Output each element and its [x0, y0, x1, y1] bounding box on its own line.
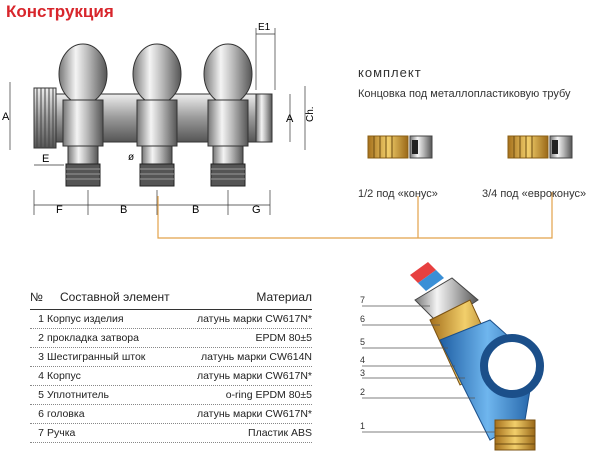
- valve-cutaway: [410, 262, 544, 451]
- row-part: Ручка: [47, 427, 76, 439]
- dim-ch: Ch.: [305, 106, 316, 122]
- end-nut: [255, 93, 273, 143]
- dim-g: G: [252, 204, 261, 216]
- row-part: прокладка затвора: [47, 332, 139, 344]
- connector-line: [157, 192, 553, 239]
- row-part: Корпус: [47, 370, 81, 382]
- callout-1: 1: [360, 421, 365, 431]
- row-material: латунь марки CW614N: [201, 351, 312, 363]
- callout-6: 6: [360, 314, 365, 324]
- callout-7: 7: [360, 295, 365, 305]
- fitting-konus: [367, 135, 433, 159]
- dimension-lines: [9, 28, 306, 215]
- page-title: Конструкция: [6, 2, 114, 21]
- row-num: 1: [38, 313, 44, 325]
- callout-3: 3: [360, 368, 365, 378]
- kit-heading: комплект: [358, 65, 422, 80]
- row-part: Уплотнитель: [47, 389, 109, 401]
- header-num: №: [30, 290, 43, 304]
- inlet-thread: [33, 87, 57, 149]
- valve-2: [132, 43, 182, 187]
- dim-b1: B: [120, 204, 127, 216]
- callout-4: 4: [360, 355, 365, 365]
- parts-table-header: № Составной элемент Материал: [30, 290, 312, 310]
- header-part: Составной элемент: [60, 290, 170, 304]
- row-num: 4: [38, 370, 44, 382]
- valve-1: [58, 43, 108, 187]
- dim-b2: B: [192, 204, 199, 216]
- callout-lines: [362, 305, 495, 433]
- dim-f: F: [56, 204, 63, 216]
- callout-5: 5: [360, 337, 365, 347]
- dim-e1: E1: [258, 22, 271, 33]
- dim-diam: ø: [128, 152, 134, 163]
- row-part: головка: [47, 408, 85, 420]
- dim-a-right: A: [286, 113, 294, 125]
- row-material: латунь марки CW617N*: [196, 313, 312, 325]
- row-num: 7: [38, 427, 44, 439]
- callout-2: 2: [360, 387, 365, 397]
- row-material: EPDM 80±5: [255, 332, 312, 344]
- row-num: 5: [38, 389, 44, 401]
- dim-e: E: [42, 153, 49, 165]
- dim-a-left: A: [2, 111, 10, 123]
- row-material: Пластик ABS: [248, 427, 312, 439]
- fitting-konus-label: 1/2 под «конус»: [358, 188, 438, 200]
- row-num: 6: [38, 408, 44, 420]
- row-num: 3: [38, 351, 44, 363]
- fitting-eurokonus-label: 3/4 под «евроконус»: [482, 188, 587, 200]
- row-part: Шестигранный шток: [47, 351, 146, 363]
- row-material: латунь марки CW617N*: [196, 370, 312, 382]
- row-material: латунь марки CW617N*: [196, 408, 312, 420]
- header-material: Материал: [256, 290, 312, 304]
- row-part: Корпус изделия: [47, 313, 124, 325]
- fitting-eurokonus: [507, 135, 573, 159]
- kit-description: Концовка под металлопластиковую трубу: [358, 88, 571, 100]
- row-num: 2: [38, 332, 44, 344]
- row-material: o-ring EPDM 80±5: [225, 389, 312, 401]
- valve-3: [203, 43, 253, 187]
